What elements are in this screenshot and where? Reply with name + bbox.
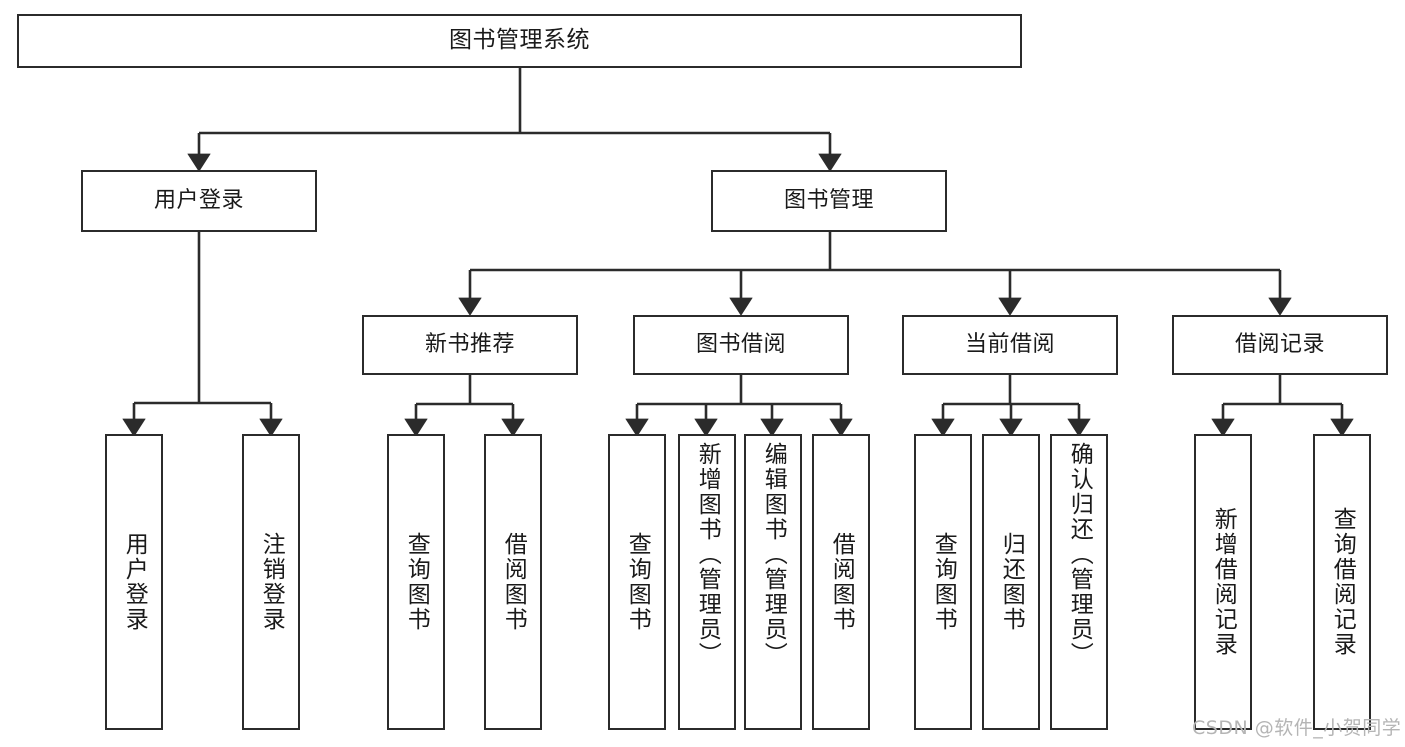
node-label: 编辑图书（管理员）	[760, 442, 787, 667]
node-label: 注销登录	[258, 532, 285, 632]
leaf-book-borrow-query[interactable]: 查询图书	[608, 434, 666, 730]
node-label: 归还图书	[998, 532, 1025, 632]
leaf-book-borrow-edit[interactable]: 编辑图书（管理员）	[744, 434, 802, 730]
node-label: 新增借阅记录	[1210, 507, 1237, 657]
leaf-book-borrow-borrow[interactable]: 借阅图书	[812, 434, 870, 730]
node-user-login[interactable]: 用户登录	[81, 170, 317, 232]
node-current-borrow[interactable]: 当前借阅	[902, 315, 1118, 375]
node-label: 查询图书	[624, 532, 651, 632]
leaf-borrow-record-query[interactable]: 查询借阅记录	[1313, 434, 1371, 730]
node-label: 用户登录	[121, 532, 148, 632]
node-label: 查询图书	[403, 532, 430, 632]
leaf-user-login-login[interactable]: 用户登录	[105, 434, 163, 730]
node-book-management[interactable]: 图书管理	[711, 170, 947, 232]
leaf-user-login-logout[interactable]: 注销登录	[242, 434, 300, 730]
node-borrow-record[interactable]: 借阅记录	[1172, 315, 1388, 375]
node-label: 查询图书	[930, 532, 957, 632]
node-book-borrow[interactable]: 图书借阅	[633, 315, 849, 375]
node-root-system[interactable]: 图书管理系统	[17, 14, 1022, 68]
node-label: 用户登录	[153, 187, 244, 213]
node-label: 查询借阅记录	[1329, 507, 1356, 657]
node-label: 借阅图书	[828, 532, 855, 632]
leaf-book-borrow-add[interactable]: 新增图书（管理员）	[678, 434, 736, 730]
leaf-current-borrow-return[interactable]: 归还图书	[982, 434, 1040, 730]
node-label: 新增图书（管理员）	[694, 442, 721, 667]
node-label: 借阅记录	[1234, 331, 1325, 357]
node-label: 图书借阅	[695, 331, 786, 357]
node-label: 借阅图书	[500, 532, 527, 632]
node-new-book-recommend[interactable]: 新书推荐	[362, 315, 578, 375]
node-label: 确认归还（管理员）	[1066, 442, 1093, 667]
node-label: 图书管理	[783, 187, 874, 213]
leaf-current-borrow-confirm-return[interactable]: 确认归还（管理员）	[1050, 434, 1108, 730]
node-label: 当前借阅	[964, 331, 1055, 357]
node-label: 新书推荐	[424, 331, 515, 357]
leaf-new-book-query[interactable]: 查询图书	[387, 434, 445, 730]
node-label: 图书管理系统	[449, 27, 590, 54]
leaf-borrow-record-add[interactable]: 新增借阅记录	[1194, 434, 1252, 730]
csdn-watermark: CSDN @软件_小贺同学	[1192, 717, 1402, 739]
leaf-current-borrow-query[interactable]: 查询图书	[914, 434, 972, 730]
leaf-new-book-borrow[interactable]: 借阅图书	[484, 434, 542, 730]
